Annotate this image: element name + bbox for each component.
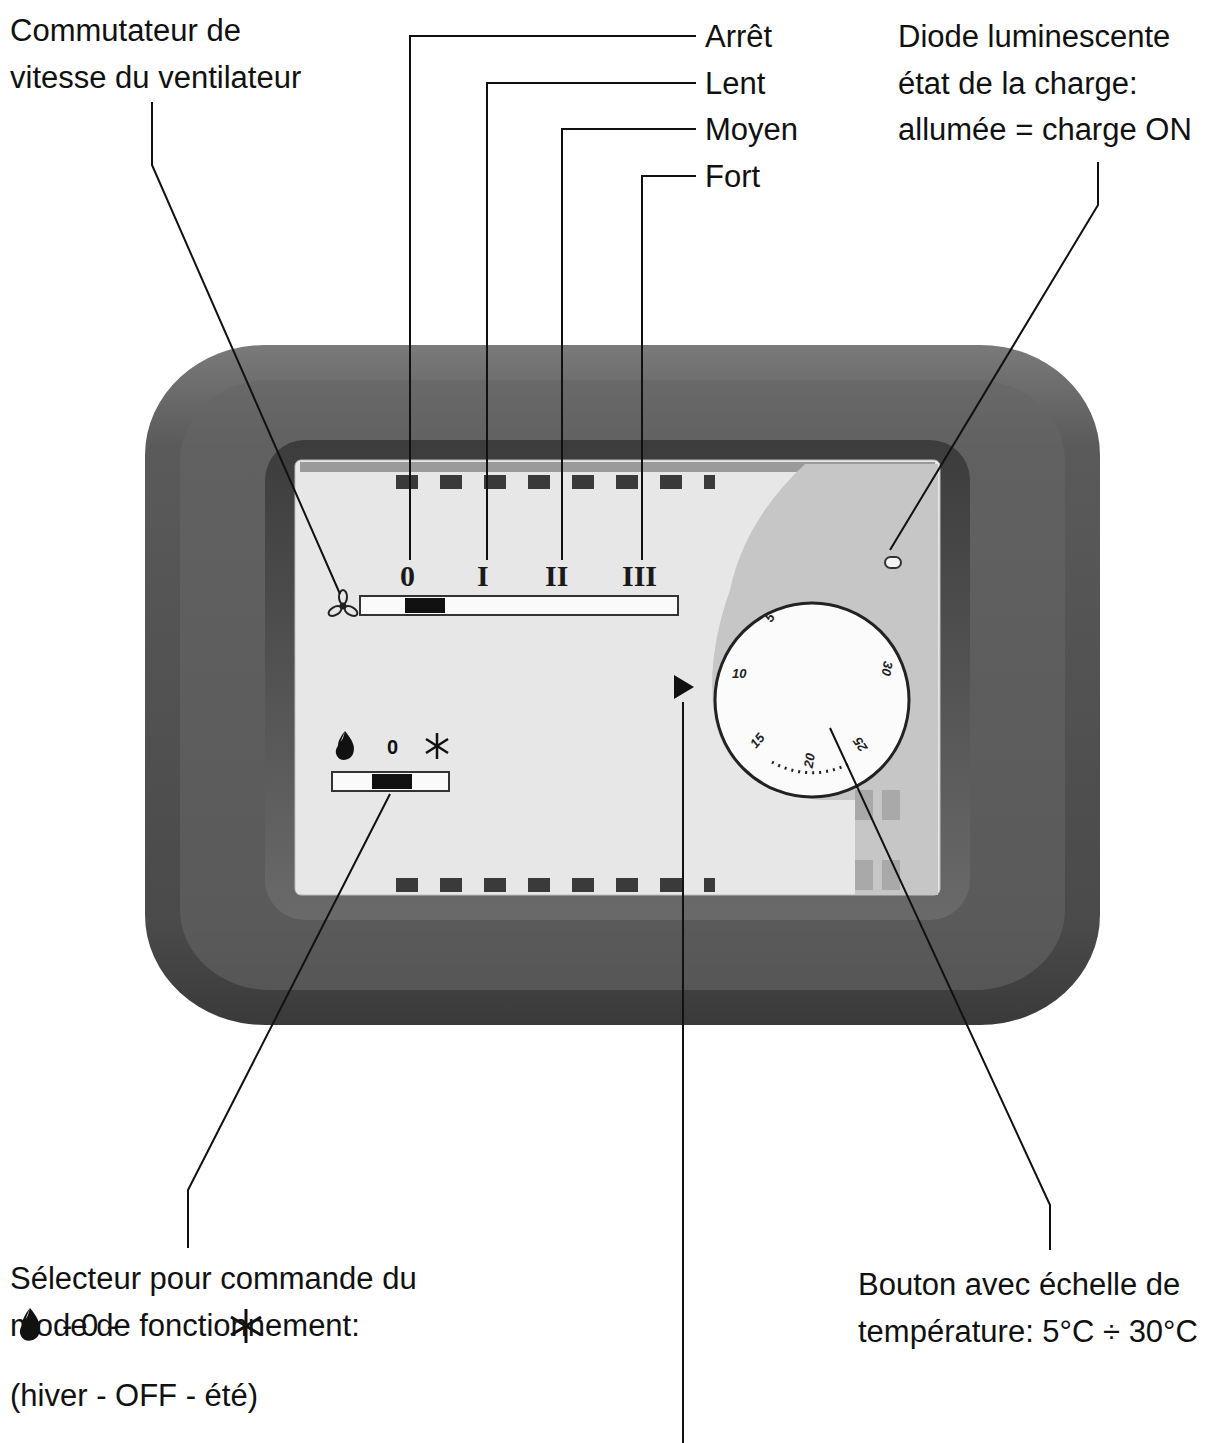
legend-text: - 0 - [62, 1303, 117, 1350]
slider-knob [372, 774, 412, 789]
leader-lines [152, 36, 1098, 1443]
front-panel [295, 460, 940, 895]
callout-text: Commutateur de vitesse du ventilateur [10, 8, 328, 101]
setpoint-pointer [674, 675, 694, 699]
callout-text: Lent [705, 61, 765, 108]
callout-text: (hiver - OFF - été) [10, 1373, 258, 1420]
speed-mark: II [545, 561, 568, 591]
callout-text: Bouton avec échelle de température: 5°C … [858, 1262, 1226, 1355]
mode-slider [332, 772, 449, 791]
fan-icon [327, 590, 359, 618]
outer-frame [145, 345, 1100, 1025]
callout-text: Diode luminescente état de la charge: al… [898, 14, 1228, 154]
speed-mark: III [622, 561, 657, 591]
speed-mark: 0 [400, 561, 415, 591]
flame-icon [336, 731, 354, 760]
speed-mark: I [477, 561, 489, 591]
scale-number: 20 [802, 752, 817, 769]
scale-number: 10 [732, 667, 746, 680]
dial-zone [712, 464, 938, 895]
led [885, 557, 901, 568]
callout-text: Arrêt [705, 14, 772, 61]
scale-number: 30 [880, 660, 895, 677]
mode-mark: 0 [387, 737, 398, 757]
temperature-knob [715, 603, 909, 797]
callout-text: Fort [705, 154, 760, 201]
callout-text: Moyen [705, 107, 798, 154]
slider-knob [405, 598, 445, 613]
snowflake-icon [426, 733, 448, 759]
fan-slider [360, 596, 678, 615]
